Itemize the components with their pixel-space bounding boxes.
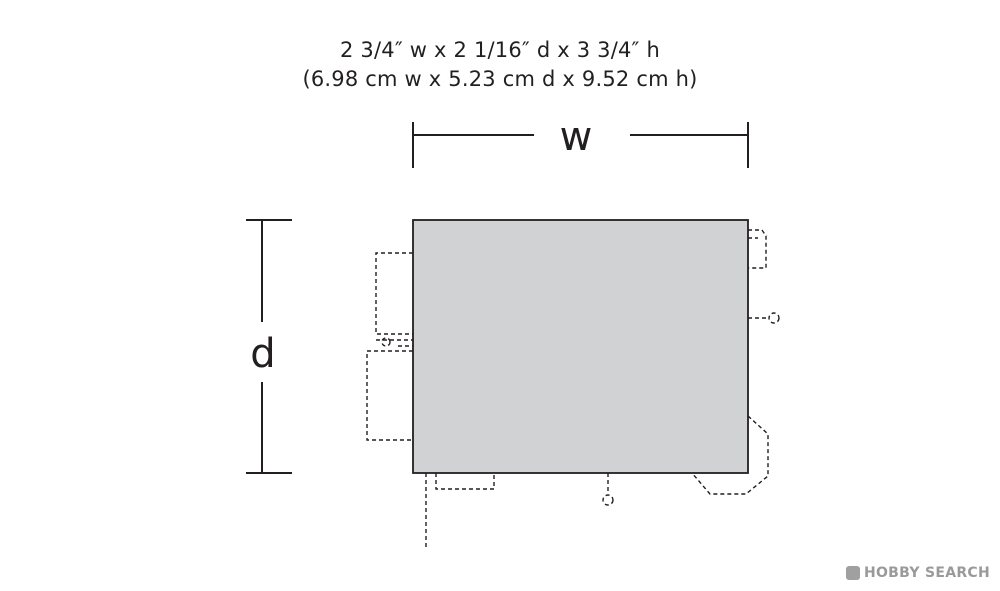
dimensions-imperial-text: 2 3/4″ w x 2 1/16″ d x 3 3/4″ h bbox=[340, 38, 660, 62]
dashed-right-circle bbox=[768, 312, 780, 324]
dimensions-metric-text: (6.98 cm w x 5.23 cm d x 9.52 cm h) bbox=[302, 67, 698, 91]
dashed-left-circle bbox=[381, 337, 391, 347]
depth-dimension bbox=[246, 219, 292, 474]
dashed-left-upper-box bbox=[375, 252, 413, 335]
dashed-right-lower-shape bbox=[691, 415, 769, 495]
width-dimension bbox=[412, 122, 749, 168]
width-label: w bbox=[560, 114, 593, 160]
dashed-left-lower-box bbox=[366, 350, 413, 441]
hobby-search-logo-icon bbox=[845, 566, 860, 580]
dashed-bottom-circle bbox=[602, 494, 614, 506]
dashed-right-top-box bbox=[748, 229, 767, 269]
dashed-bottom-box bbox=[435, 473, 495, 490]
depth-label: d bbox=[250, 331, 275, 377]
building-footprint bbox=[412, 219, 749, 474]
watermark-text: HOBBY SEARCH bbox=[863, 565, 990, 581]
dashed-attachments bbox=[366, 229, 780, 548]
watermark: HOBBY SEARCH bbox=[845, 565, 990, 581]
